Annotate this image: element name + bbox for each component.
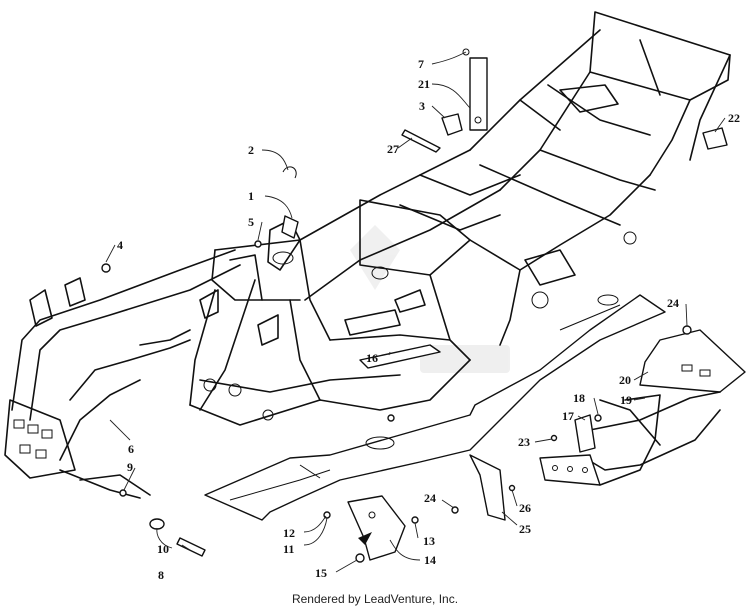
leader-lines — [105, 51, 726, 573]
callout-10: 10 — [157, 542, 169, 556]
callout-8: 8 — [158, 568, 164, 582]
callout-18: 18 — [573, 391, 585, 405]
callout-20: 20 — [619, 373, 631, 387]
skid-plate — [204, 294, 666, 521]
callout-4: 4 — [117, 238, 123, 252]
watermark-logo — [350, 225, 510, 373]
callout-23: 23 — [518, 435, 530, 449]
callout-5: 5 — [248, 215, 254, 229]
callout-17: 17 — [562, 409, 574, 423]
callout-26: 26 — [519, 501, 531, 515]
callout-13: 13 — [423, 534, 435, 548]
callout-27: 27 — [387, 142, 399, 156]
callout-21: 21 — [418, 77, 430, 91]
callout-11: 11 — [283, 542, 294, 556]
callout-24: 24 — [667, 296, 679, 310]
callout-7: 7 — [418, 57, 424, 71]
footer-credit: Rendered by LeadVenture, Inc. — [291, 592, 459, 606]
callout-9: 9 — [127, 460, 133, 474]
callout-labels: 1 2 3 4 5 6 7 8 9 10 11 12 13 14 15 16 1… — [117, 57, 740, 582]
callout-6: 6 — [128, 442, 134, 456]
callout-15: 15 — [315, 566, 327, 580]
callout-22: 22 — [728, 111, 740, 125]
callout-1: 1 — [248, 189, 254, 203]
callout-16: 16 — [366, 351, 378, 365]
callout-14: 14 — [424, 553, 436, 567]
rear-hitch-frame — [539, 329, 746, 486]
callout-25: 25 — [519, 522, 531, 536]
callout-19: 19 — [620, 393, 632, 407]
callout-3: 3 — [419, 99, 425, 113]
callout-24b: 24 — [424, 491, 436, 505]
front-bumper — [4, 249, 241, 499]
callout-12: 12 — [283, 526, 295, 540]
callout-2: 2 — [248, 143, 254, 157]
